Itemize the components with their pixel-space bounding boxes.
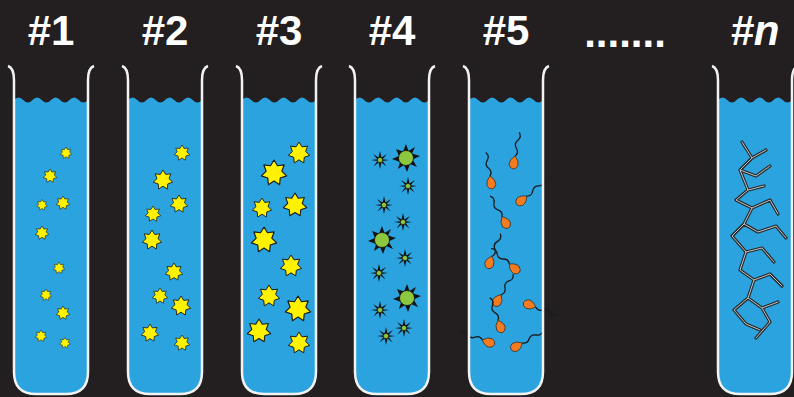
ellipsis-label: ....... (560, 12, 690, 54)
tube-outline (122, 0, 208, 397)
test-tube: #3 (236, 0, 322, 397)
test-tube: #n (712, 0, 794, 397)
tube-outline-path (349, 66, 435, 394)
tube-number: #1 (8, 0, 94, 52)
tube-outline (349, 0, 435, 397)
tube-outline-path (712, 66, 794, 394)
tube-outline-path (122, 66, 208, 394)
tube-outline (236, 0, 322, 397)
test-tube: #2 (122, 0, 208, 397)
water (14, 98, 792, 395)
tube-number: #2 (122, 0, 208, 52)
tube-outline (8, 0, 94, 397)
small-crystals (35, 147, 72, 348)
crystal-lattice (732, 142, 786, 338)
tube-number: #4 (349, 0, 435, 52)
tube-outline (712, 0, 794, 397)
tailed-particles (458, 132, 559, 354)
tube-outline-path (8, 66, 94, 394)
large-crystals (247, 142, 310, 353)
tube-number: #3 (236, 0, 322, 52)
tube-outline-path (463, 66, 549, 394)
tube-outline-path (236, 66, 322, 394)
test-tube: #4 (349, 0, 435, 397)
tube-number: #5 (463, 0, 549, 52)
spiky-particles (368, 144, 421, 345)
tube-number: #n (712, 0, 794, 52)
test-tube: #1 (8, 0, 94, 397)
tube-outline (463, 0, 549, 397)
test-tube: #5 (463, 0, 549, 397)
medium-crystals (141, 145, 190, 350)
